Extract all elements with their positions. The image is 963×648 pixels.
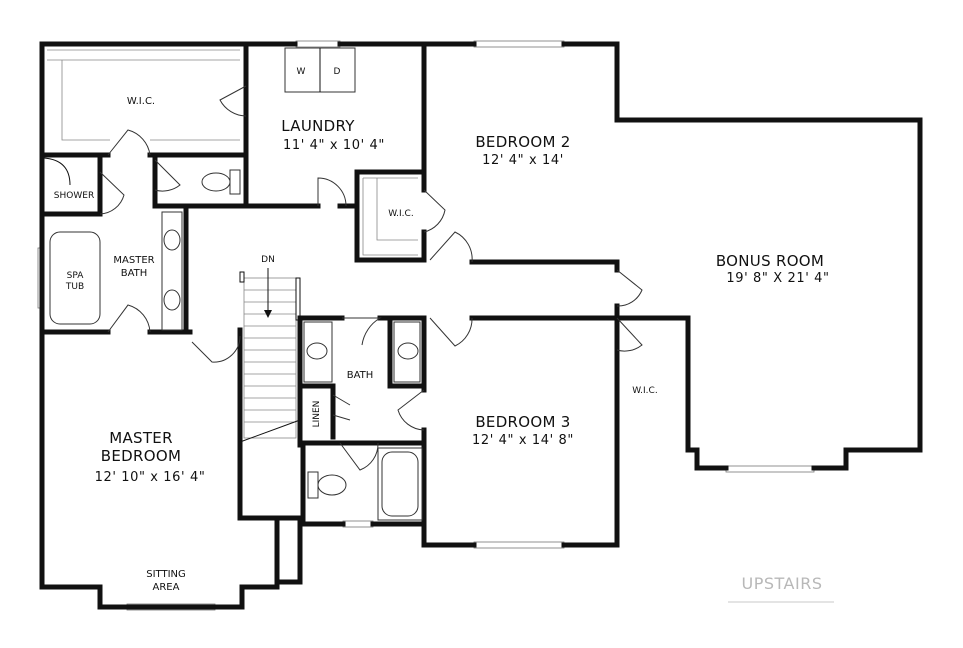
master-bedroom-name-2: BEDROOM: [101, 447, 181, 465]
bath-label: BATH: [347, 370, 374, 381]
master-bath-label-1: MASTER: [113, 255, 154, 266]
stairs: [239, 268, 301, 443]
bonus-room-dims: 19' 8" X 21' 4": [726, 271, 829, 286]
bedroom3-dims: 12' 4" x 14' 8": [472, 433, 574, 448]
shower-label: SHOWER: [54, 191, 94, 201]
sitting-area-label-2: AREA: [153, 582, 180, 593]
bedroom2-name: BEDROOM 2: [475, 133, 570, 151]
spa-tub-label-2: TUB: [65, 282, 84, 292]
doors: [99, 85, 643, 471]
bedroom2-dims: 12' 4" x 14': [482, 153, 564, 168]
washer-label: W: [297, 67, 306, 77]
wic-bed2-label: W.I.C.: [388, 209, 413, 219]
linen-label: LINEN: [312, 401, 322, 428]
laundry-name: LAUNDRY: [281, 117, 355, 135]
spa-tub-label-1: SPA: [67, 271, 85, 281]
master-bath-label-2: BATH: [121, 268, 148, 279]
master-bedroom-name-1: MASTER: [109, 429, 173, 447]
stairs-dn-label: DN: [261, 255, 275, 265]
bonus-room-name: BONUS ROOM: [716, 252, 824, 270]
floor-label-group: UPSTAIRS: [728, 574, 834, 603]
master-bedroom-dims: 12' 10" x 16' 4": [95, 470, 206, 485]
laundry-dims: 11' 4" x 10' 4": [283, 138, 385, 153]
bedroom3-name: BEDROOM 3: [475, 413, 570, 431]
upstairs-label: UPSTAIRS: [742, 574, 823, 593]
wic-bed3-label: W.I.C.: [632, 386, 657, 396]
sitting-area-label-1: SITTING: [146, 569, 186, 580]
dryer-label: D: [334, 67, 341, 77]
fixtures: [163, 169, 419, 499]
room-labels: W.I.C. W D LAUNDRY 11' 4" x 10' 4" BEDRO…: [54, 67, 829, 593]
wic-master-label: W.I.C.: [127, 96, 155, 107]
walls: [39, 41, 923, 610]
details: [43, 47, 423, 521]
